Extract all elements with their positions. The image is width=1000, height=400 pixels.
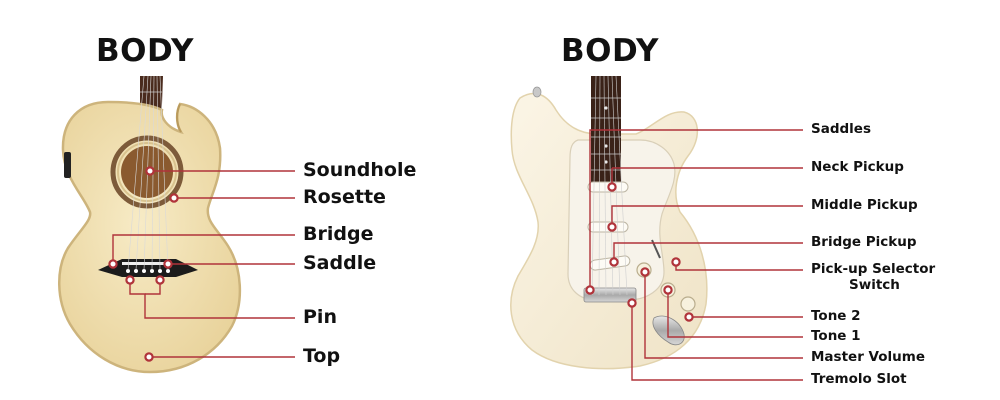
marker-top <box>144 352 154 362</box>
label-pickup-selector-line2: Switch <box>849 276 900 293</box>
label-saddles: Saddles <box>811 121 871 137</box>
leader-master-volume <box>644 272 803 359</box>
label-bridge-pickup: Bridge Pickup <box>811 234 917 250</box>
label-bridge: Bridge <box>303 223 374 245</box>
label-master-volume: Master Volume <box>811 349 925 365</box>
electric-markers <box>585 182 694 322</box>
label-top: Top <box>303 345 341 367</box>
tremolo-bridge <box>583 287 637 303</box>
electric-neck <box>591 76 621 188</box>
electric-leaders <box>589 129 803 381</box>
marker-tone1 <box>663 285 673 295</box>
marker-selector <box>671 257 681 267</box>
leader-bridge <box>112 234 295 264</box>
label-soundhole: Soundhole <box>303 159 417 181</box>
label-tone2: Tone 2 <box>811 308 861 324</box>
label-pickup-selector: Pick-up Selector Switch <box>811 261 936 293</box>
acoustic-title: BODY <box>96 33 194 69</box>
electric-guitar <box>510 75 708 370</box>
bridge-pins <box>126 269 170 273</box>
marker-pin-a <box>125 275 135 285</box>
electric-title: BODY <box>561 33 659 69</box>
marker-tone2 <box>684 312 694 322</box>
label-rosette: Rosette <box>303 186 386 208</box>
label-pin: Pin <box>303 306 337 328</box>
acoustic-saddle-bar <box>122 262 172 265</box>
acoustic-guitar <box>58 75 242 374</box>
marker-middle-pickup <box>607 222 617 232</box>
label-pickup-selector-line1: Pick-up Selector <box>811 261 936 277</box>
leader-middle-pickup <box>611 205 803 227</box>
marker-soundhole <box>145 166 155 176</box>
label-middle-pickup: Middle Pickup <box>811 197 918 213</box>
marker-pin-b <box>155 275 165 285</box>
label-tone1: Tone 1 <box>811 328 861 344</box>
leader-saddles <box>589 129 803 290</box>
leader-tremolo-slot <box>631 303 803 381</box>
leader-bridge-pickup <box>613 242 803 262</box>
label-saddle: Saddle <box>303 252 377 274</box>
marker-rosette <box>169 193 179 203</box>
marker-saddles <box>585 285 595 295</box>
acoustic-leaders <box>112 170 295 358</box>
label-tremolo-slot: Tremolo Slot <box>811 371 907 387</box>
marker-saddle <box>163 259 173 269</box>
acoustic-markers <box>108 166 179 362</box>
pickguard <box>567 139 676 301</box>
leader-tone1 <box>667 290 803 338</box>
label-neck-pickup: Neck Pickup <box>811 159 904 175</box>
leader-pin-b <box>145 281 161 295</box>
marker-master-volume <box>640 267 650 277</box>
marker-bridge-pickup <box>609 257 619 267</box>
marker-bridge <box>108 259 118 269</box>
marker-neck-pickup <box>607 182 617 192</box>
rosette-ring <box>110 135 184 209</box>
marker-tremolo-slot <box>627 298 637 308</box>
preamp-panel <box>64 152 71 178</box>
